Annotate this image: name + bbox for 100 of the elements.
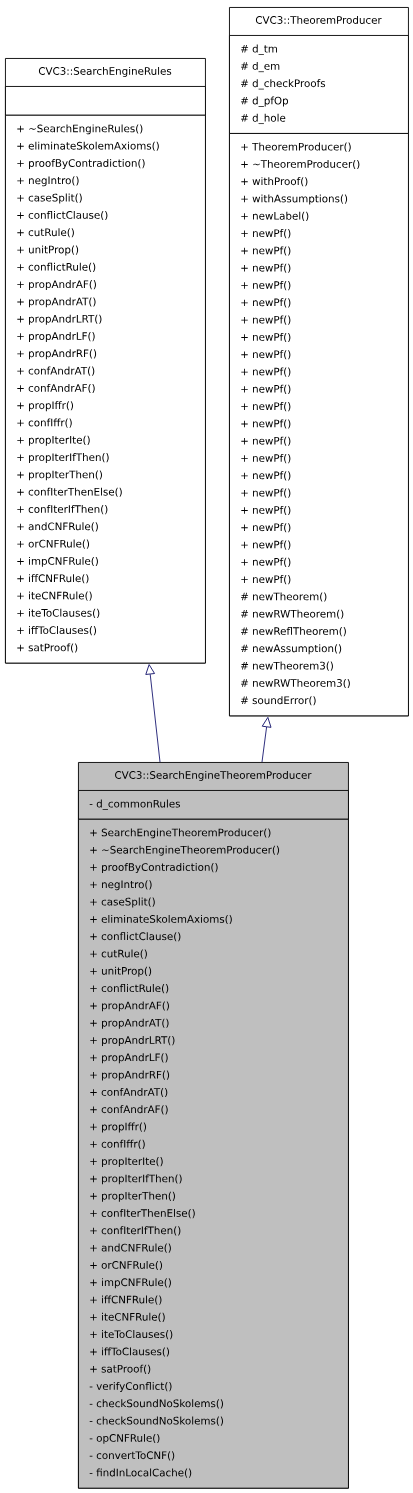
member-text: + propIffr() <box>17 401 73 412</box>
member-text: + cutRule() <box>90 949 147 959</box>
member-text: + iffToClauses() <box>90 1347 170 1357</box>
member-text: + confIterIfThen() <box>17 505 108 515</box>
member-text: + caseSplit() <box>90 897 155 908</box>
member-text: + propIffr() <box>90 1122 146 1133</box>
member-text: + propAndrAF() <box>90 1001 169 1012</box>
member-text: + ~SearchEngineRules() <box>17 124 143 135</box>
member-text: - findInLocalCache() <box>89 1468 192 1478</box>
member-text: + propAndrLRT() <box>17 314 102 325</box>
member-text: + propIterIte() <box>90 1157 163 1168</box>
member-text: + newPf() <box>241 281 291 291</box>
member-text: + confIffr() <box>90 1139 145 1149</box>
member-text: + iteCNFRule() <box>90 1312 165 1322</box>
member-text: # newAssumption() <box>241 644 342 655</box>
member-text: + confIterThenElse() <box>17 487 122 497</box>
member-text: - opCNFRule() <box>89 1433 160 1444</box>
member-text: + newPf() <box>241 523 291 533</box>
member-text: + propAndrAF() <box>17 280 96 291</box>
member-text: + withProof() <box>241 177 308 187</box>
member-text: + iffToClauses() <box>17 626 97 636</box>
member-text: + newPf() <box>241 315 291 325</box>
member-text: + confAndrAT() <box>17 366 95 376</box>
member-text: + impCNFRule() <box>17 556 98 567</box>
member-text: + newPf() <box>241 419 291 429</box>
member-text: + conflictRule() <box>17 262 96 272</box>
member-text: # newTheorem3() <box>241 661 333 671</box>
member-text: + newPf() <box>241 298 291 308</box>
member-text: + conflictRule() <box>90 984 169 994</box>
compartment-box <box>5 86 206 116</box>
member-text: # d_checkProofs <box>241 79 326 90</box>
member-text: + eliminateSkolemAxioms() <box>17 141 159 151</box>
member-text: + confIterIfThen() <box>90 1226 181 1236</box>
member-text: + TheoremProducer() <box>241 142 351 152</box>
member-text: # d_em <box>241 61 280 73</box>
member-text: + newPf() <box>241 471 291 481</box>
member-text: + newLabel() <box>241 211 309 221</box>
member-text: + negIntro() <box>17 176 79 187</box>
member-text: + newPf() <box>241 454 291 464</box>
member-text: + conflictClause() <box>90 932 181 942</box>
member-text: + caseSplit() <box>17 193 82 204</box>
member-text: + iteCNFRule() <box>17 591 92 601</box>
member-text: - checkSoundNoSkolems() <box>89 1399 223 1409</box>
member-text: + newPf() <box>241 350 291 360</box>
member-text: + cutRule() <box>17 228 74 238</box>
member-text: + andCNFRule() <box>17 522 98 532</box>
member-text: # newTheorem() <box>241 592 327 602</box>
member-text: # d_tm <box>241 44 277 55</box>
member-text: + impCNFRule() <box>90 1278 171 1289</box>
member-text: + confIterThenElse() <box>90 1209 195 1219</box>
member-text: + propIterThen() <box>17 470 102 481</box>
member-text: + newPf() <box>241 575 291 585</box>
member-text: + newPf() <box>241 263 291 273</box>
member-text: # soundError() <box>241 696 316 706</box>
member-text: + iffCNFRule() <box>90 1295 162 1305</box>
member-text: + newPf() <box>241 332 291 343</box>
member-text: + newPf() <box>241 229 291 239</box>
member-text: + orCNFRule() <box>90 1260 163 1271</box>
member-text: # newRWTheorem3() <box>241 678 350 689</box>
member-text: + newPf() <box>241 367 291 377</box>
member-text: + newPf() <box>241 505 291 516</box>
member-text: + propAndrLRT() <box>90 1036 175 1046</box>
member-text: + propAndrRF() <box>90 1070 170 1081</box>
member-text: + newPf() <box>241 557 291 567</box>
member-text: + confIffr() <box>17 418 72 428</box>
member-text: + unitProp() <box>17 245 79 256</box>
inheritance-arrow <box>261 716 272 763</box>
member-text: + newPf() <box>241 246 291 256</box>
member-text: # newReflTheorem() <box>241 627 346 637</box>
member-text: + iteToClauses() <box>17 608 100 618</box>
member-text: + propAndrRF() <box>17 349 97 360</box>
member-text: - verifyConflict() <box>89 1382 172 1392</box>
member-text: + SearchEngineTheoremProducer() <box>90 828 271 839</box>
member-text: + propIterIfThen() <box>17 453 109 464</box>
member-text: - checkSoundNoSkolems() <box>89 1416 223 1426</box>
member-text: # d_hole <box>241 113 286 125</box>
member-text: + newPf() <box>241 540 291 550</box>
member-text: + satProof() <box>90 1364 151 1374</box>
member-text: + conflictClause() <box>17 210 108 221</box>
member-text: + proofByContradiction() <box>17 159 145 169</box>
member-text: + propAndrLF() <box>17 332 95 342</box>
member-text: + propAndrAT() <box>90 1018 169 1029</box>
member-text: + propIterIfThen() <box>90 1174 182 1185</box>
member-text: + confAndrAF() <box>90 1105 168 1115</box>
member-text: - d_commonRules <box>89 799 181 810</box>
member-text: + confAndrAF() <box>17 383 95 394</box>
member-text: + propIterIte() <box>17 435 90 446</box>
member-text: + iteToClauses() <box>90 1330 173 1340</box>
member-text: + confAndrAT() <box>90 1087 168 1098</box>
inheritance-arrow <box>145 664 161 763</box>
member-text: # d_pfOp <box>241 96 289 107</box>
member-text: + andCNFRule() <box>90 1243 171 1253</box>
member-text: + unitProp() <box>90 966 152 977</box>
member-text: + newPf() <box>241 384 291 394</box>
member-text: + propIterThen() <box>90 1191 175 1202</box>
member-text: + ~TheoremProducer() <box>241 159 360 170</box>
member-text: + eliminateSkolemAxioms() <box>90 914 232 925</box>
member-text: + iffCNFRule() <box>17 574 89 584</box>
member-text: + ~SearchEngineTheoremProducer() <box>90 845 280 856</box>
member-text: # newRWTheorem() <box>241 609 344 619</box>
